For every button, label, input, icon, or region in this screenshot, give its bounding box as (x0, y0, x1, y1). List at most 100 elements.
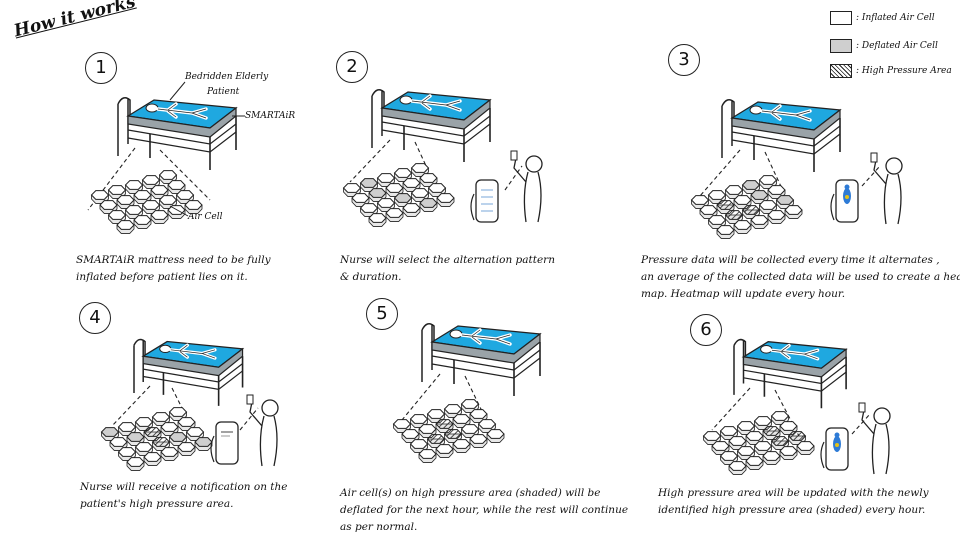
nurse-head (262, 400, 278, 416)
air-cell (700, 206, 717, 215)
air-cell (777, 196, 794, 205)
air-cell (743, 181, 760, 190)
air-cell (361, 204, 378, 213)
air-cell (420, 174, 437, 183)
air-cell (153, 438, 170, 447)
air-cell (428, 410, 445, 419)
air-cell (717, 201, 734, 210)
air-cell (462, 400, 479, 409)
air-cell (178, 443, 195, 452)
air-cell (144, 428, 161, 437)
air-cell (726, 211, 743, 220)
heatmap-hotspot (835, 443, 839, 447)
nurse-phone (511, 151, 517, 160)
air-cell (109, 211, 126, 220)
air-cell (445, 430, 462, 439)
air-cell (738, 447, 755, 456)
patient-head (146, 104, 158, 112)
air-cell (755, 442, 772, 451)
air-cell (161, 423, 178, 432)
air-cell (352, 194, 369, 203)
air-cell (768, 186, 785, 195)
air-cell (780, 422, 797, 431)
air-cell (797, 442, 814, 451)
air-cell (729, 462, 746, 471)
air-cell (436, 420, 453, 429)
air-cell (470, 410, 487, 419)
air-cell (453, 415, 470, 424)
air-cell (780, 447, 797, 456)
air-cell (395, 169, 412, 178)
air-cell (760, 176, 777, 185)
patient-pointer (170, 82, 185, 100)
air-cell (168, 181, 185, 190)
air-cell (428, 435, 445, 444)
bed-headboard (134, 339, 145, 393)
air-cell (412, 189, 429, 198)
air-cell (768, 211, 785, 220)
air-cell (170, 433, 187, 442)
air-cell (187, 428, 204, 437)
air-cell (743, 206, 760, 215)
air-cell (151, 211, 168, 220)
air-cell (402, 430, 419, 439)
air-cell (704, 432, 721, 441)
air-cell (126, 206, 143, 215)
air-cell (763, 452, 780, 461)
air-cell (746, 457, 763, 466)
air-cell (763, 427, 780, 436)
air-cell (195, 438, 212, 447)
air-cell (153, 413, 170, 422)
air-cell (738, 422, 755, 431)
phone (476, 180, 498, 222)
air-cell (721, 452, 738, 461)
air-cell (160, 196, 177, 205)
air-cell (709, 191, 726, 200)
air-cell (734, 221, 751, 230)
air-cell (126, 181, 143, 190)
air-cell (751, 216, 768, 225)
air-cell (470, 435, 487, 444)
air-cell (369, 189, 386, 198)
air-cell (378, 199, 395, 208)
air-cell (785, 206, 802, 215)
air-cell (344, 184, 361, 193)
hand (821, 442, 824, 468)
heatmap-head (845, 185, 850, 190)
air-cell (143, 176, 160, 185)
air-cell (411, 440, 428, 449)
nurse-phone (859, 403, 865, 412)
hand (471, 194, 474, 220)
dashed-projection (852, 414, 870, 434)
nurse-phone (871, 153, 877, 162)
air-cell (487, 430, 504, 439)
nurse-head (886, 158, 902, 174)
air-cell (453, 440, 470, 449)
air-cell (378, 174, 395, 183)
air-cell (92, 191, 109, 200)
air-cell (721, 427, 738, 436)
air-cell (386, 184, 403, 193)
air-cell (437, 194, 454, 203)
bed-headboard (722, 100, 734, 158)
nurse-head (874, 408, 890, 424)
air-cell (170, 408, 187, 417)
air-cell (110, 438, 127, 447)
air-cell (100, 201, 117, 210)
bed-headboard (118, 98, 130, 156)
patient-head (750, 106, 762, 114)
air-cell (729, 437, 746, 446)
air-cell (709, 216, 726, 225)
patient-head (761, 346, 772, 354)
air-cell (161, 448, 178, 457)
air-cell (177, 191, 194, 200)
air-cell (117, 196, 134, 205)
air-cell (479, 420, 496, 429)
nurse-phone (247, 395, 253, 404)
bed-headboard (422, 324, 434, 382)
dashed-projection (862, 166, 880, 186)
air-cell (134, 216, 151, 225)
air-cell (361, 179, 378, 188)
air-cell (178, 418, 195, 427)
